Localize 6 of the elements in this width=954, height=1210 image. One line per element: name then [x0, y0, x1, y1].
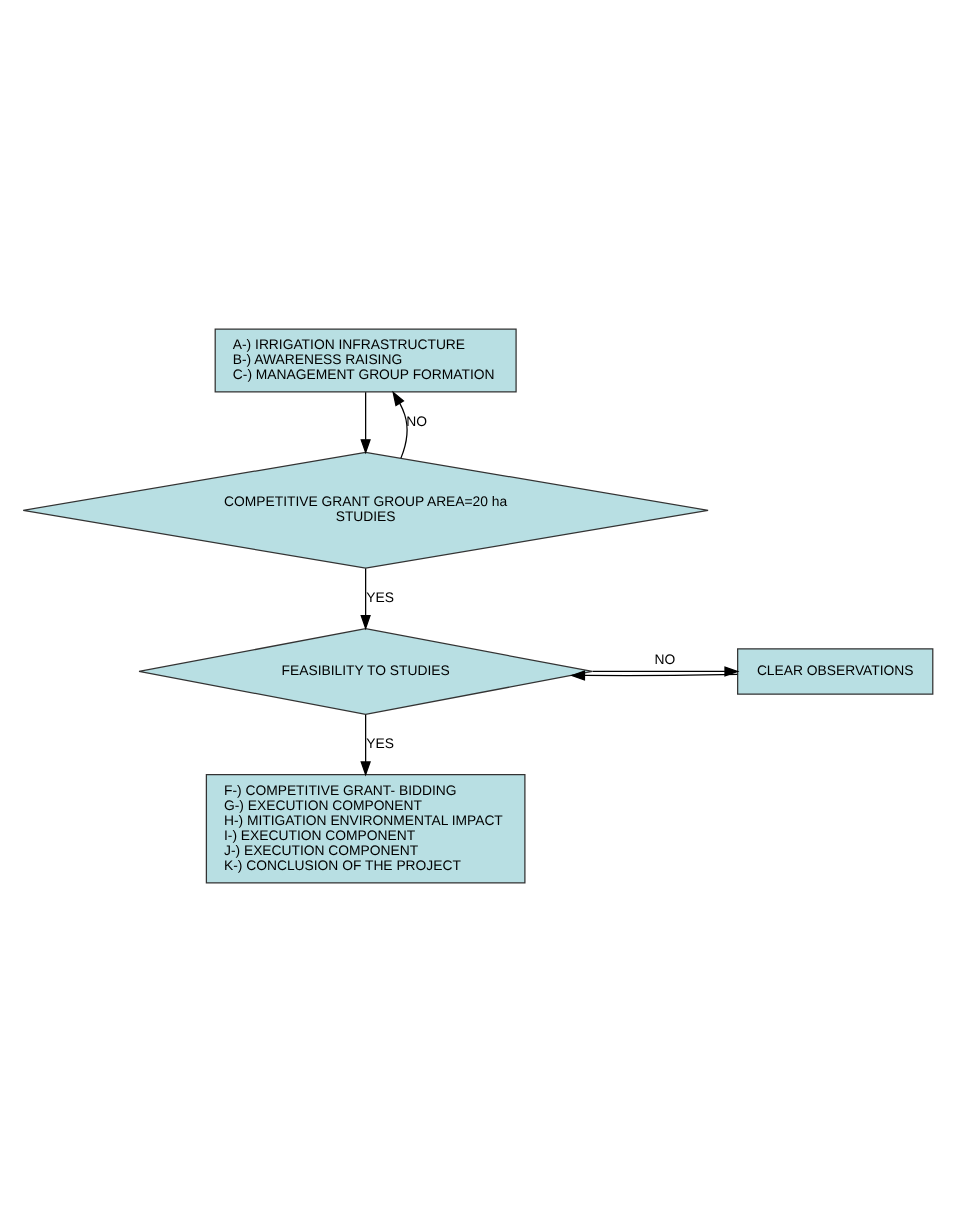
arrow — [590, 665, 739, 676]
arrow — [359, 566, 370, 630]
arrow — [391, 389, 407, 458]
arrow — [359, 390, 370, 454]
arrow — [359, 713, 370, 776]
arrow — [569, 669, 738, 680]
